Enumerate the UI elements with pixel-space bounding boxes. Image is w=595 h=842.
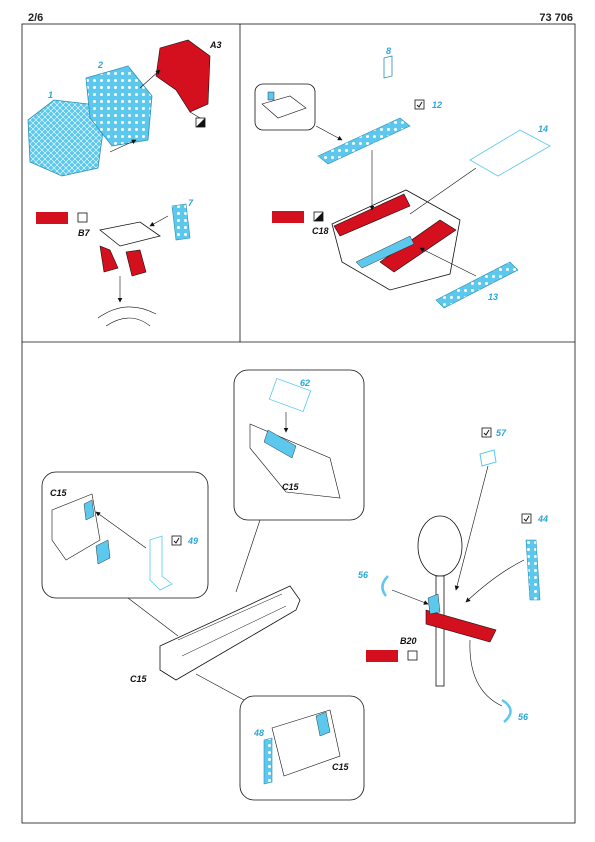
label-part-57: 57 (496, 428, 507, 438)
pe-part-14 (469, 129, 551, 177)
pe-part-2 (85, 65, 153, 147)
label-ref-c15-bottom: C15 (332, 762, 350, 772)
pe-part-48 (263, 737, 273, 785)
pe-part-8 (383, 55, 393, 79)
label-ref-c15-left: C15 (50, 488, 68, 498)
label-ref-b20: B20 (400, 636, 417, 646)
panel-cockpit-sidewall (41, 369, 541, 801)
pe-part-56-right (501, 698, 512, 723)
bend-box-icon (77, 212, 88, 223)
label-ref-b7: B7 (78, 228, 90, 238)
label-ref-c15-top: C15 (282, 482, 300, 492)
panel-instrument-panel (27, 39, 211, 327)
pe-part-57 (479, 449, 497, 467)
paint-chip-icon (36, 212, 68, 224)
label-part-1: 1 (48, 90, 53, 100)
check-box-icon (414, 99, 425, 110)
red-shroud (155, 39, 211, 113)
label-part-7: 7 (188, 198, 194, 208)
label-part-56-right: 56 (518, 712, 529, 722)
panel-seat-tray (254, 55, 551, 309)
pe-part-13 (435, 261, 519, 309)
page-frame (21, 23, 576, 824)
label-part-2: 2 (97, 60, 103, 70)
label-part-62: 62 (300, 378, 310, 388)
pe-part-12 (317, 117, 411, 165)
pe-part-62 (268, 377, 312, 413)
label-part-12: 12 (432, 100, 442, 110)
label-part-8: 8 (386, 46, 391, 56)
label-ref-c15-main: C15 (130, 674, 148, 684)
label-part-48: 48 (253, 728, 264, 738)
pe-part-7 (171, 203, 191, 241)
page-number: 2/6 (28, 12, 44, 24)
label-part-49: 49 (187, 536, 198, 546)
kit-number: 73 706 (539, 12, 573, 24)
part-labels: 1 2 7 A3 B7 8 12 14 13 C18 62 49 48 57 4… (48, 40, 548, 772)
label-part-44: 44 (537, 514, 548, 524)
label-ref-a3: A3 (209, 40, 222, 50)
pe-part-1 (27, 99, 105, 177)
label-ref-c18: C18 (312, 226, 329, 236)
pe-part-44 (525, 539, 541, 601)
label-part-14: 14 (538, 124, 548, 134)
label-part-13: 13 (488, 292, 498, 302)
label-part-56-left: 56 (358, 570, 369, 580)
hand-grip (417, 515, 463, 577)
pe-part-49 (149, 535, 173, 591)
pe-part-56-left (381, 575, 389, 597)
